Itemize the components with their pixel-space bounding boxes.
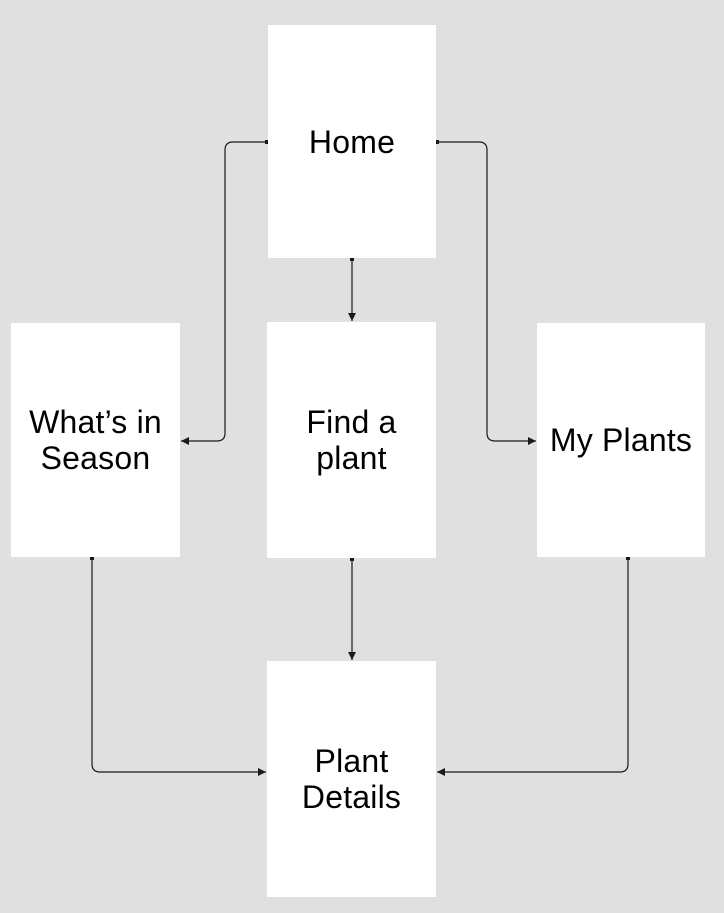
edge-home-to-whats-in-season xyxy=(181,140,269,445)
node-find-a-plant[interactable]: Find a plant xyxy=(267,322,436,558)
node-my-plants-label-line1: My Plants xyxy=(549,422,693,458)
node-plant-details-label-line1: Plant xyxy=(314,743,389,779)
edge-whats-in-season-to-plant-details xyxy=(90,556,266,776)
node-find-a-plant-label-line2: plant xyxy=(316,440,387,476)
node-home-label-line1: Home xyxy=(308,123,396,160)
node-whats-in-season[interactable]: What’s in Season xyxy=(11,323,180,557)
edge-my-plants-to-plant-details xyxy=(437,556,630,776)
node-whats-in-season-label-line1: What’s in xyxy=(29,404,162,440)
node-find-a-plant-label-line1: Find a xyxy=(306,404,397,440)
node-plant-details-label-line2: Details xyxy=(301,779,402,815)
node-whats-in-season-label: What’s in Season xyxy=(29,404,162,476)
node-my-plants-label: My Plants xyxy=(550,422,692,458)
node-whats-in-season-label-line2: Season xyxy=(40,440,151,476)
node-plant-details[interactable]: Plant Details xyxy=(267,661,436,897)
node-plant-details-label: Plant Details xyxy=(302,743,401,815)
node-home[interactable]: Home xyxy=(268,25,436,258)
node-my-plants[interactable]: My Plants xyxy=(537,323,705,557)
edge-home-to-my-plants xyxy=(435,140,536,445)
node-home-label: Home xyxy=(309,124,395,160)
node-find-a-plant-label: Find a plant xyxy=(306,404,396,476)
